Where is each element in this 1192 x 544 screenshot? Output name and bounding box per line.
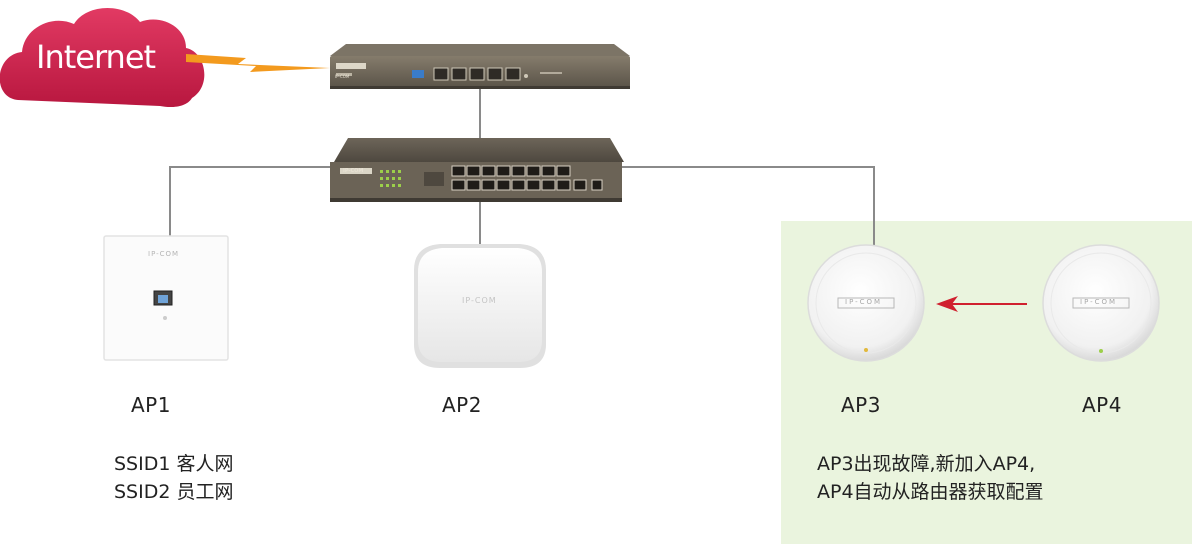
switch-brand: IP-COM [343,168,363,174]
ssid2-line: SSID2 员工网 [114,478,233,506]
ap2-label: AP2 [442,393,482,417]
failover-line-1: AP3出现故障,新加入AP4, [817,450,1044,478]
ap2-brand: IP-COM [462,296,497,305]
switch-ap3-link [612,167,874,248]
ap3-brand: IP-COM [845,298,882,306]
ap1-brand: IP-COM [148,250,179,258]
ap2-device [414,244,546,368]
failover-line-2: AP4自动从路由器获取配置 [817,478,1044,506]
ssid1-line: SSID1 客人网 [114,450,233,478]
switch-ap1-link [170,167,336,236]
ap4-brand: IP-COM [1080,298,1117,306]
internet-label: Internet [36,38,155,76]
switch-device [330,138,624,202]
router-device [330,44,630,89]
router-brand: IP-COM [335,74,349,79]
ap4-label: AP4 [1082,393,1122,417]
lightning-link-icon [186,54,330,72]
replacement-arrow [936,296,1027,312]
ap1-ssid-note: SSID1 客人网 SSID2 员工网 [114,450,233,506]
ap3-failover-note: AP3出现故障,新加入AP4, AP4自动从路由器获取配置 [817,450,1044,506]
ap3-label: AP3 [841,393,881,417]
ap1-label: AP1 [131,393,171,417]
